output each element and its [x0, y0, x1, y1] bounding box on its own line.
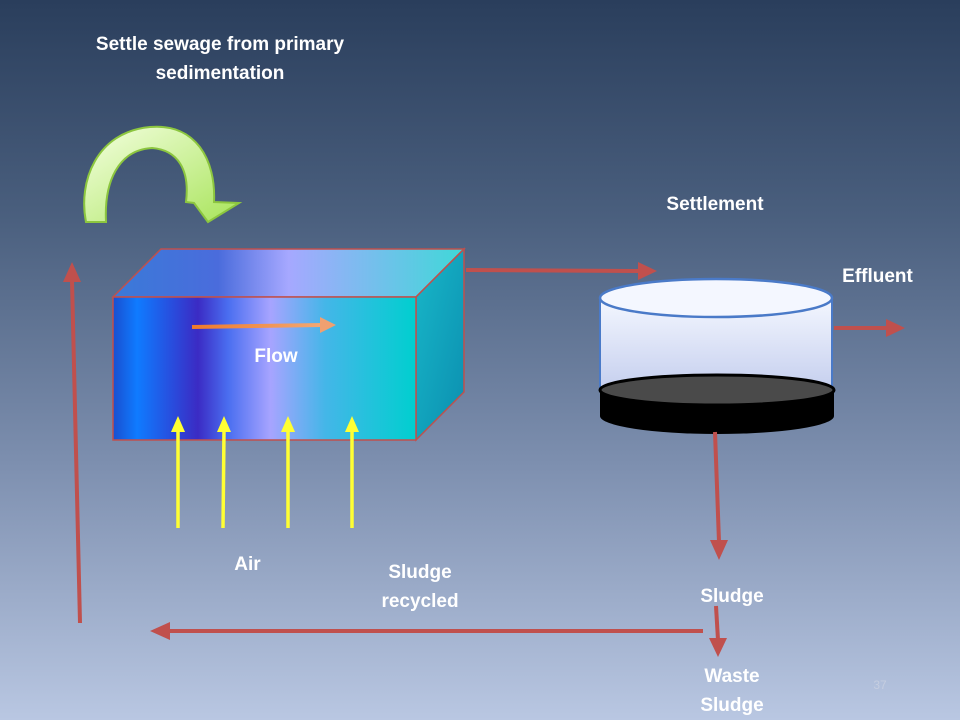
waste-sludge-arrow — [709, 605, 727, 657]
air-arrow — [171, 416, 185, 528]
flow-label: Flow — [254, 346, 298, 367]
settlement-tank-body — [600, 298, 832, 392]
settlement-tank-top — [598, 277, 834, 319]
sludge-recycled-line-2: recycled — [381, 591, 459, 612]
waste-sludge-label: Waste Sludge — [672, 662, 792, 720]
sludge-layer-top — [598, 373, 836, 407]
title-line-1: Settle sewage from primary — [95, 34, 345, 55]
sludge-recycled-arrow — [150, 622, 703, 640]
aeration-tank-front — [112, 296, 417, 441]
settlement-tank — [598, 277, 836, 434]
aeration-tank-top — [111, 248, 466, 298]
inflow-curved-arrow — [83, 125, 243, 224]
aeration-tank — [111, 247, 466, 442]
air-arrow — [217, 416, 231, 529]
sludge-recycled-line-1: Sludge — [388, 562, 452, 583]
settlement-label: Settlement — [666, 194, 764, 215]
sludge-recycled-label: Sludge recycled — [350, 558, 490, 616]
page-number: 37 — [873, 678, 887, 692]
air-arrows — [171, 416, 359, 529]
to-settlement-arrow — [465, 262, 657, 280]
air-arrow — [345, 416, 359, 528]
diagram-title: Settle sewage from primary sedimentation — [40, 30, 400, 88]
air-arrow — [281, 416, 295, 528]
return-up-arrow — [63, 262, 82, 624]
effluent-label: Effluent — [842, 266, 913, 287]
flow-arrow — [191, 317, 336, 333]
air-label: Air — [234, 554, 261, 575]
sludge-label: Sludge — [700, 586, 764, 607]
sludge-down-arrow — [710, 431, 728, 560]
title-line-2: sedimentation — [155, 63, 285, 84]
process-arrows — [63, 262, 905, 657]
waste-sludge-line-2: Sludge — [700, 695, 764, 716]
effluent-arrow — [834, 319, 905, 337]
waste-sludge-line-1: Waste — [704, 666, 760, 687]
